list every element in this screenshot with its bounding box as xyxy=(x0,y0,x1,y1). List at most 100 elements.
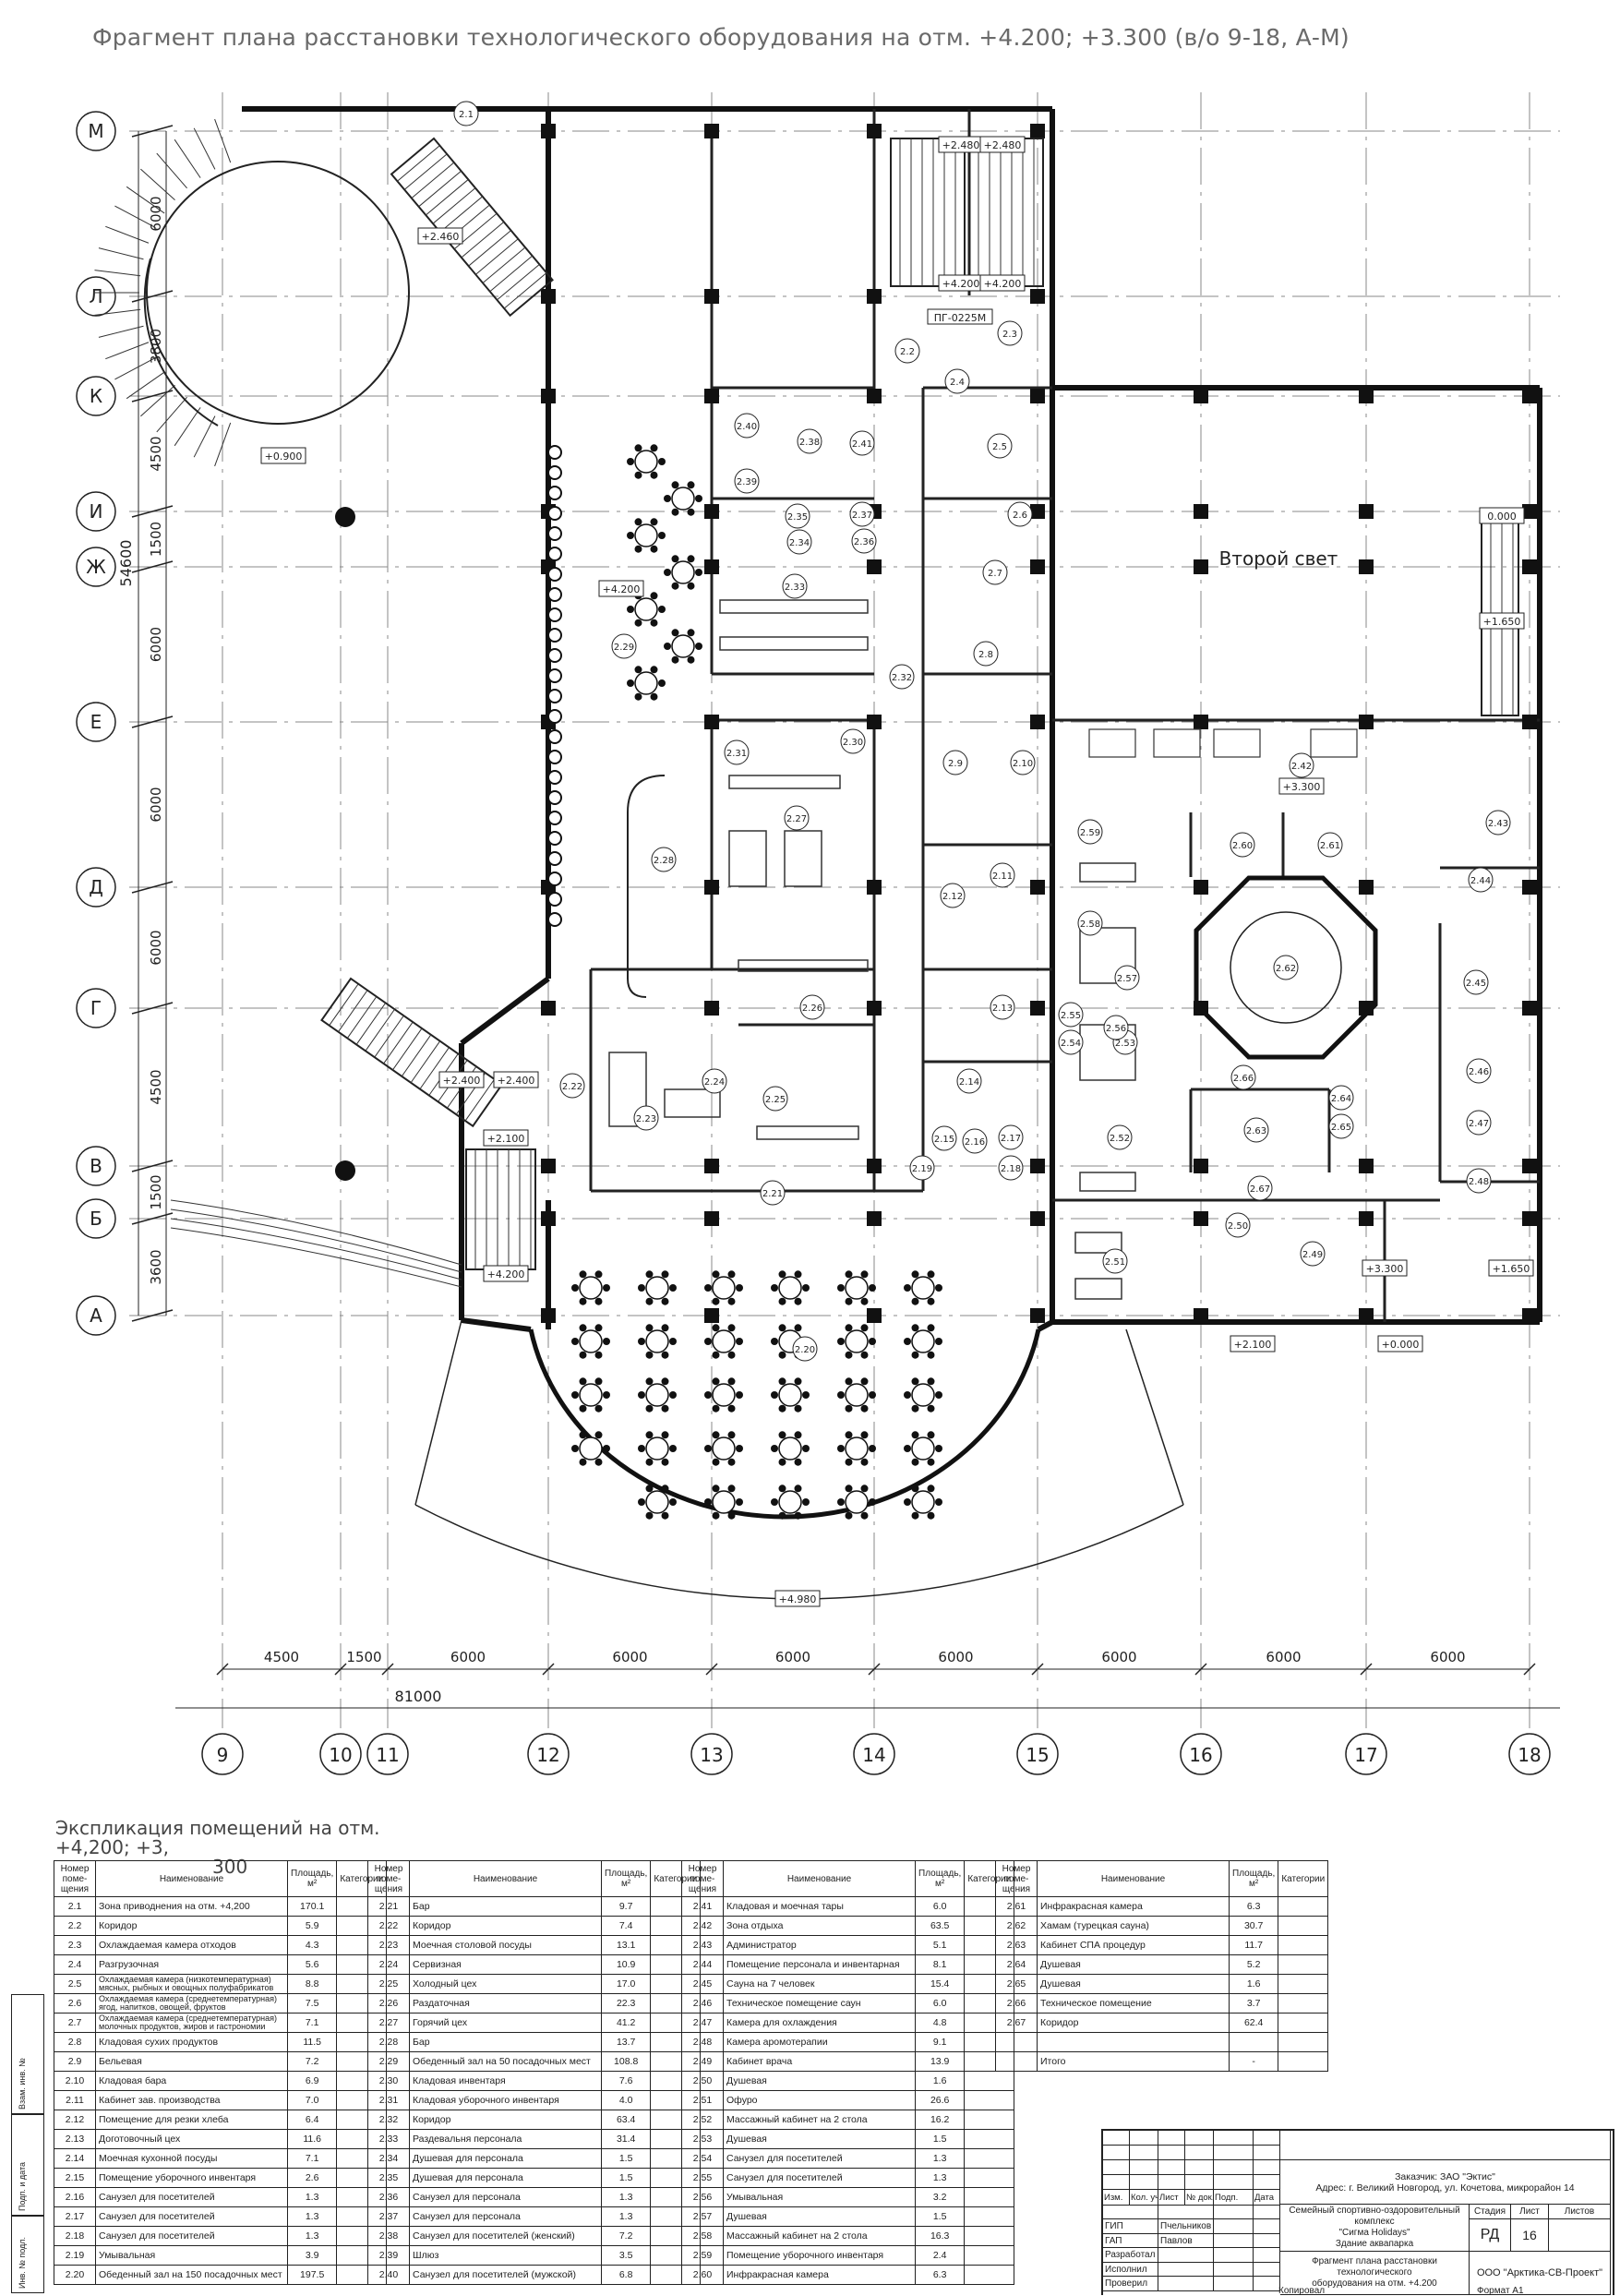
spa-equipment xyxy=(1079,1172,1136,1192)
chair xyxy=(712,1511,720,1520)
cell-num: 2.41 xyxy=(681,1896,724,1917)
sheets-value xyxy=(1549,2219,1611,2252)
chair xyxy=(794,1324,802,1332)
hamam-platform xyxy=(1230,911,1342,1024)
room-tag-label: 2.34 xyxy=(789,538,810,548)
room-tag xyxy=(1247,1175,1273,1201)
cell-name: Камера для охлаждения xyxy=(723,2013,916,2033)
room-tag xyxy=(894,338,920,364)
cell-num: 2.22 xyxy=(367,1916,410,1936)
cell-area: 1.5 xyxy=(600,2148,652,2169)
cell-num: 2.63 xyxy=(995,1935,1038,1955)
axis-label-col: 14 xyxy=(862,1744,885,1766)
chair xyxy=(634,518,642,526)
structural-column xyxy=(1030,559,1045,574)
cell-area: 63.4 xyxy=(600,2110,652,2130)
chair xyxy=(794,1511,802,1520)
chair xyxy=(935,1445,942,1452)
cell-name: Охлаждаемая камера (среднетемпературная)… xyxy=(95,1993,288,2014)
chair xyxy=(771,1498,778,1506)
cell-name: Холодный цех xyxy=(409,1974,602,1994)
cell-name: Кладовая сухих продуктов xyxy=(95,2032,288,2052)
cell-num: 2.51 xyxy=(681,2090,724,2110)
kitchen-equipment xyxy=(738,959,869,972)
cell-num: 2.34 xyxy=(367,2148,410,2169)
cell-cat xyxy=(1278,2032,1329,2052)
stamp-label: Инв. № подл. xyxy=(18,2236,27,2289)
cell-name: Массажный кабинет на 2 стола xyxy=(723,2226,916,2246)
room-tag xyxy=(786,529,812,555)
chair xyxy=(661,1431,669,1439)
dimension-label: 4500 xyxy=(264,1649,299,1665)
revision-cell xyxy=(1185,2160,1214,2175)
terrace-outline xyxy=(414,1319,462,1506)
room-tag xyxy=(782,573,808,599)
room-tag xyxy=(944,368,970,394)
dining-table xyxy=(645,1490,669,1514)
room-tag-label: 2.11 xyxy=(992,872,1013,882)
header-area: Площадь, м² xyxy=(914,1860,966,1897)
room-tag xyxy=(611,633,637,659)
elevation-mark-box xyxy=(438,1071,485,1088)
hamam-octagon xyxy=(1194,875,1378,1060)
axis-label-row: И xyxy=(90,500,103,523)
chair xyxy=(778,1324,786,1332)
revision-cell xyxy=(1214,2175,1254,2190)
chair xyxy=(904,1338,911,1345)
axis-label-row: В xyxy=(90,1155,102,1177)
elevation-mark: +4.200 xyxy=(487,1268,525,1280)
cell-name: Техническое помещение саун xyxy=(723,1993,916,2014)
cell-num: 2.42 xyxy=(681,1916,724,1936)
chair xyxy=(935,1391,942,1399)
address-text: Адрес: г. Великий Новгород, ул. Кочетова… xyxy=(1315,2182,1575,2194)
cell-name: Камера аромотерапии xyxy=(723,2032,916,2052)
bar-stool xyxy=(547,770,562,785)
cell-area: 1.3 xyxy=(286,2226,338,2246)
axis-label-col: 18 xyxy=(1518,1744,1541,1766)
dining-table xyxy=(579,1329,603,1353)
cell-area: 26.6 xyxy=(914,2090,966,2110)
cell-area: 62.4 xyxy=(1228,2013,1279,2033)
diagonal-stair-bottom xyxy=(320,977,504,1128)
equipment-label-box xyxy=(927,308,993,325)
room-tag xyxy=(633,1105,659,1131)
cell-name: Шлюз xyxy=(409,2245,602,2266)
header-name: Наименование xyxy=(95,1860,288,1897)
chair xyxy=(927,1431,935,1439)
cell-cat xyxy=(964,2226,1015,2246)
cell-num xyxy=(995,2032,1038,2052)
elevation-mark: +2.400 xyxy=(498,1075,535,1087)
stair-core-1 xyxy=(890,138,966,287)
structural-column xyxy=(1194,504,1208,519)
dimension-tick xyxy=(131,390,174,403)
stair-left xyxy=(465,1148,536,1270)
cell-area: 11.5 xyxy=(286,2032,338,2052)
revision-cell xyxy=(1158,2146,1185,2160)
chair xyxy=(911,1458,919,1466)
elevation-mark-box xyxy=(260,447,306,464)
dining-table xyxy=(778,1437,802,1461)
dimension-label: 3800 xyxy=(148,329,164,364)
chair xyxy=(727,1377,736,1386)
revision-cell xyxy=(1130,2175,1158,2190)
chair xyxy=(860,1297,869,1305)
structural-column xyxy=(867,1211,882,1226)
cell-area: 31.4 xyxy=(600,2129,652,2149)
dimension-tick xyxy=(131,881,174,894)
stair-step xyxy=(156,396,187,433)
stair-step xyxy=(425,179,469,216)
room-tag xyxy=(1466,1058,1492,1084)
room-tag xyxy=(1077,819,1103,845)
room-tag-label: 2.38 xyxy=(799,438,820,448)
cell-area: 1.5 xyxy=(914,2129,966,2149)
cell-area: 8.1 xyxy=(914,1954,966,1975)
room-tag-label: 2.35 xyxy=(787,512,808,523)
